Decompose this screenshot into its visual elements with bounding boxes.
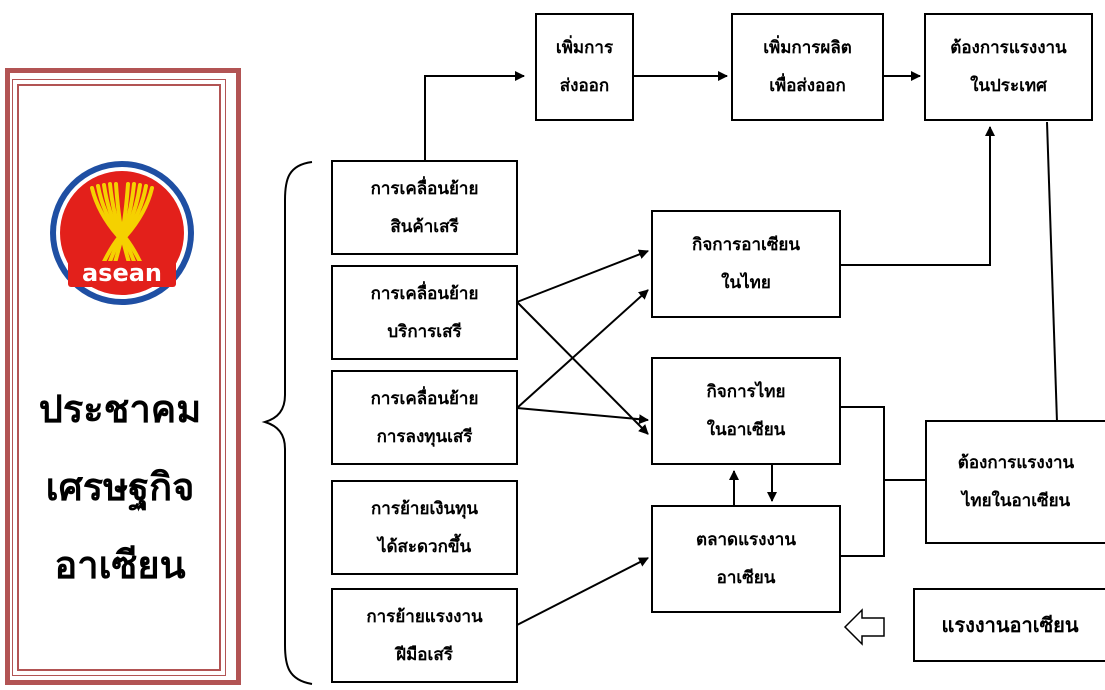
- title-line-3: อาเซียน: [54, 542, 186, 587]
- asean-panel-inner-frame-2: [17, 84, 221, 671]
- box-skilled-labour-line-2: ฝีมือเสรี: [396, 644, 453, 665]
- box-skilled-labour-line-1: การย้ายแรงงาน: [366, 606, 483, 627]
- arrow-services-to-thai-business: [516, 301, 649, 435]
- box-free-investment-line-1: การเคลื่อนย้าย: [370, 388, 479, 409]
- arrow-skilled-labour-to-market: [516, 557, 649, 626]
- box-thai-business-line-1: กิจการไทย: [706, 382, 786, 402]
- box-free-goods-line-2: สินค้าเสรี: [390, 216, 459, 237]
- box-domestic-labour-demand-line-1: ต้องการแรงงาน: [950, 38, 1067, 58]
- box-asean-business-line-1: กิจการอาเซียน: [692, 235, 800, 255]
- line-domestic-to-thai-demand: [1046, 121, 1058, 423]
- asean-panel-inner-frame: [12, 79, 226, 676]
- hollow-arrow-icon: [843, 608, 885, 646]
- arrow-asean-business-to-domestic-labour: [841, 126, 995, 266]
- box-increase-production: เพิ่มการผลิต เพื่อส่งออก: [731, 13, 884, 121]
- box-increase-production-line-2: เพื่อส่งออก: [769, 76, 846, 96]
- box-free-services-line-1: การเคลื่อนย้าย: [370, 283, 479, 304]
- box-thai-labour-demand-line-2: ไทยในอาเซียน: [961, 491, 1071, 511]
- box-capital-movement-line-2: ได้สะดวกขึ้น: [377, 536, 472, 557]
- asean-economic-community-title: ประชาคม เศรษฐกิจ อาเซียน: [22, 370, 218, 604]
- grouping-brace: [261, 161, 313, 685]
- arrow-investment-to-thai-business: [516, 407, 649, 425]
- arrow-goods-to-export: [424, 71, 525, 160]
- asean-logo-icon: asean: [50, 161, 194, 305]
- box-skilled-labour: การย้ายแรงงาน ฝีมือเสรี: [331, 588, 518, 683]
- box-increase-production-line-1: เพิ่มการผลิต: [763, 38, 852, 58]
- box-free-services-line-2: บริการเสรี: [387, 321, 462, 342]
- bracket-business-market: [841, 406, 885, 557]
- box-asean-business-in-thailand: กิจการอาเซียน ในไทย: [651, 210, 841, 318]
- box-asean-business-line-2: ในไทย: [721, 273, 771, 293]
- box-capital-movement: การย้ายเงินทุน ได้สะดวกขึ้น: [331, 480, 518, 575]
- box-capital-movement-line-1: การย้ายเงินทุน: [371, 498, 478, 519]
- box-free-goods-line-1: การเคลื่อนย้าย: [370, 178, 479, 199]
- box-increase-export: เพิ่มการ ส่งออก: [535, 13, 634, 121]
- box-increase-export-line-2: ส่งออก: [559, 76, 610, 96]
- box-asean-labour-market: ตลาดแรงงาน อาเซียน: [651, 505, 841, 613]
- box-free-investment-line-2: การลงทุนเสรี: [376, 426, 473, 447]
- box-thai-business-in-asean: กิจการไทย ในอาเซียน: [651, 357, 841, 465]
- box-free-goods: การเคลื่อนย้าย สินค้าเสรี: [331, 160, 518, 255]
- title-line-2: เศรษฐกิจ: [45, 464, 195, 509]
- arrow-investment-to-asean-business: [516, 289, 649, 409]
- box-thai-labour-demand-in-asean: ต้องการแรงงาน ไทยในอาเซียน: [925, 420, 1105, 544]
- box-thai-labour-demand-line-1: ต้องการแรงงาน: [957, 453, 1075, 473]
- asean-panel-frame: [5, 68, 241, 685]
- box-labour-market-line-2: อาเซียน: [716, 568, 776, 588]
- arrow-services-to-asean-business: [516, 249, 649, 303]
- box-asean-labour: แรงงานอาเซียน: [913, 588, 1105, 662]
- box-free-investment: การเคลื่อนย้าย การลงทุนเสรี: [331, 370, 518, 465]
- box-thai-business-line-2: ในอาเซียน: [706, 420, 786, 440]
- asean-logo-text: asean: [82, 259, 162, 287]
- box-increase-export-line-1: เพิ่มการ: [555, 38, 614, 58]
- box-domestic-labour-demand-line-2: ในประเทศ: [970, 76, 1047, 96]
- box-domestic-labour-demand: ต้องการแรงงาน ในประเทศ: [924, 13, 1093, 121]
- box-free-services: การเคลื่อนย้าย บริการเสรี: [331, 265, 518, 360]
- box-asean-labour-label: แรงงานอาเซียน: [941, 613, 1079, 637]
- title-line-1: ประชาคม: [38, 386, 202, 431]
- box-labour-market-line-1: ตลาดแรงงาน: [696, 530, 796, 550]
